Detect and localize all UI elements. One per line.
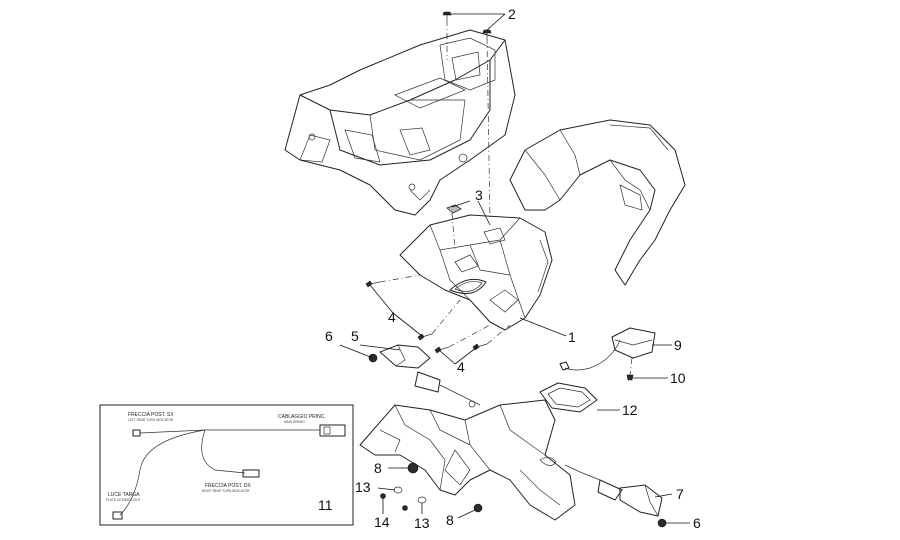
label-rear-right-indicator: FRECCIA POST. DX: [205, 483, 252, 489]
callout-3: 3: [475, 187, 483, 203]
screws-2: [442, 11, 492, 221]
plate-lens-12: [539, 382, 598, 413]
callout-1: 1: [568, 329, 576, 345]
label-rear-left-indicator-en: LEFT REAR TURN INDICATOR: [128, 418, 174, 422]
callout-8-lower: 8: [446, 512, 454, 528]
callout-14: 14: [374, 514, 390, 530]
label-main-wiring: CABLAGGIO PRINC.: [278, 414, 326, 420]
callout-13-left: 13: [355, 479, 371, 495]
plate-light: [559, 327, 656, 381]
plate-holder: [359, 399, 576, 521]
inset-labels: FRECCIA POST. SX LEFT REAR TURN INDICATO…: [106, 412, 326, 502]
right-turn-indicator: [564, 464, 667, 528]
callout-6-right: 6: [693, 515, 701, 531]
wiring-inset: [99, 404, 354, 526]
under-seat-tray: [284, 29, 516, 216]
callout-numbers: 2 3 1 4 4 6 5 9 10 12 8 13 14 13 8 7 6 1…: [318, 6, 701, 531]
callout-12: 12: [622, 402, 638, 418]
label-rear-left-indicator: FRECCIA POST. SX: [128, 412, 174, 418]
label-plate-light-en: PLATE LICENSE LIGHT: [106, 498, 141, 502]
callout-8-upper: 8: [374, 460, 382, 476]
callout-10: 10: [670, 370, 686, 386]
callout-11: 11: [318, 497, 333, 513]
fasteners-lower: [380, 462, 483, 513]
screws-4: [365, 274, 511, 354]
label-plate-light: LUCE TARGA: [108, 492, 140, 498]
tail-light-assembly: [399, 214, 553, 331]
callout-4-lower: 4: [457, 359, 465, 375]
left-turn-indicator: [368, 344, 481, 408]
label-main-wiring-en: MAIN WIRING: [284, 420, 305, 424]
callout-6-left: 6: [325, 328, 333, 344]
callout-13-right: 13: [414, 515, 430, 531]
tail-fairing: [509, 119, 686, 286]
callout-4-upper: 4: [388, 309, 396, 325]
callout-7: 7: [676, 486, 684, 502]
callout-9: 9: [674, 337, 682, 353]
clip-3: [446, 204, 462, 251]
callout-5: 5: [351, 328, 359, 344]
callout-2: 2: [508, 6, 516, 22]
leader-lines: [339, 13, 690, 524]
label-rear-right-indicator-en: RIGHT REAR TURN INDICATOR: [202, 489, 250, 493]
